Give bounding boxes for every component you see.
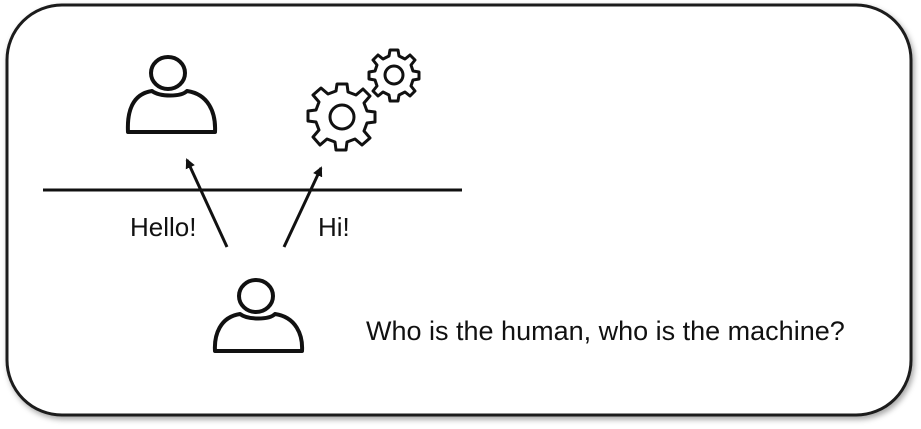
hello-reply-label: Hello! xyxy=(130,212,197,242)
large-gear-icon xyxy=(306,82,377,152)
question-label: Who is the human, who is the machine? xyxy=(366,316,845,346)
interrogator-person-icon xyxy=(212,278,305,353)
machine-gears-icon xyxy=(306,48,421,152)
arrow-to-human xyxy=(185,158,229,248)
hi-reply-label: Hi! xyxy=(318,212,350,242)
diagram-frame xyxy=(5,3,913,417)
small-gear-icon xyxy=(367,48,421,103)
hidden-human-person-icon xyxy=(125,55,218,134)
arrow-to-machine xyxy=(282,166,323,248)
